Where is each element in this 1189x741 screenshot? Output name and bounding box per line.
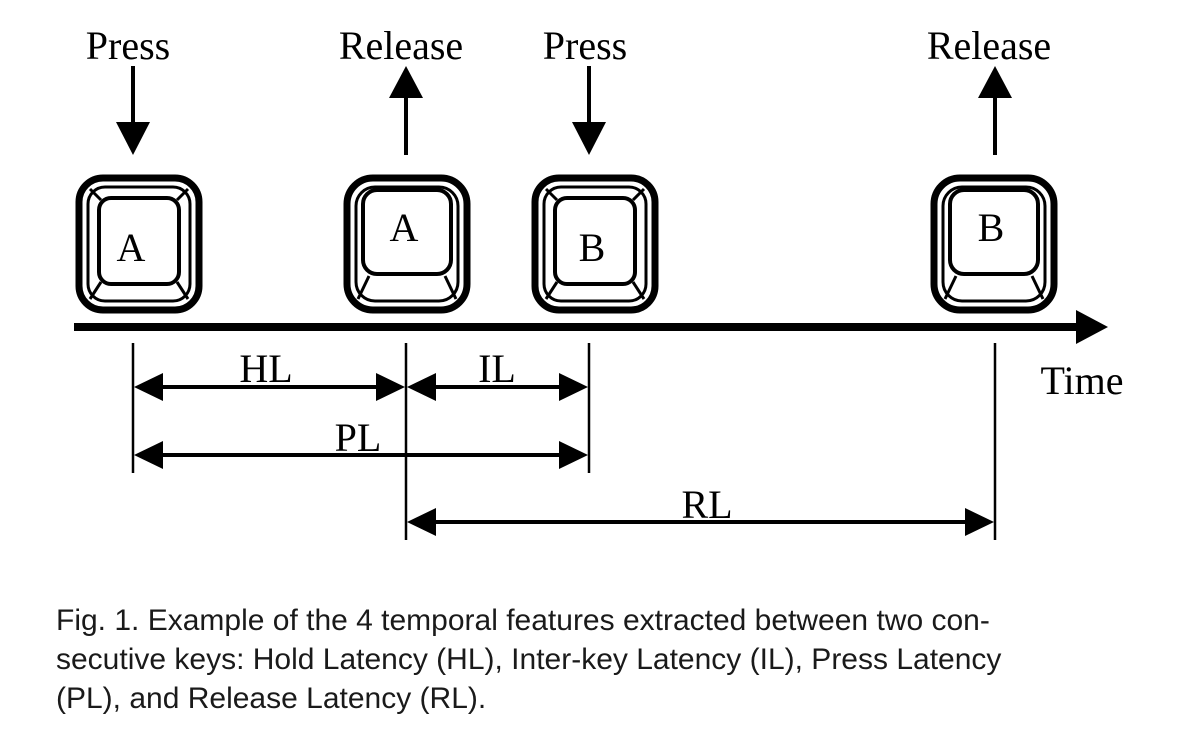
caption-line-3: (PL), and Release Latency (RL). [56, 682, 487, 715]
pl-label: PL [335, 415, 382, 460]
keystroke-timing-diagram: Press Release Press Release A A [74, 23, 1124, 540]
time-axis [74, 310, 1108, 344]
key-b-released: B [934, 178, 1054, 310]
caption-line-1: Fig. 1. Example of the 4 temporal featur… [56, 604, 990, 637]
release-arrow-2-icon [978, 66, 1012, 155]
press-label-1: Press [86, 23, 170, 68]
key-a-released: A [347, 178, 467, 310]
hl-label: HL [239, 346, 292, 391]
key-a-pressed: A [79, 178, 199, 310]
key-b-pressed-letter: B [579, 225, 606, 270]
pl-interval-arrow [134, 441, 588, 469]
key-b-pressed: B [535, 178, 655, 310]
key-b-released-letter: B [978, 205, 1005, 250]
press-label-2: Press [543, 23, 627, 68]
il-label: IL [478, 346, 516, 391]
hl-interval-arrow [134, 373, 405, 401]
caption-line-2: secutive keys: Hold Latency (HL), Inter-… [56, 643, 1002, 676]
il-interval-arrow [407, 373, 588, 401]
key-a-pressed-letter: A [117, 225, 146, 270]
release-arrow-1-icon [389, 66, 423, 155]
key-a-released-letter: A [390, 205, 419, 250]
release-label-2: Release [927, 23, 1051, 68]
press-arrow-1-icon [116, 66, 150, 155]
release-label-1: Release [339, 23, 463, 68]
rl-label: RL [681, 482, 732, 527]
figure-caption: Fig. 1. Example of the 4 temporal featur… [56, 601, 1166, 718]
time-axis-label: Time [1040, 358, 1123, 403]
rl-interval-arrow [407, 508, 994, 536]
press-arrow-2-icon [572, 66, 606, 155]
